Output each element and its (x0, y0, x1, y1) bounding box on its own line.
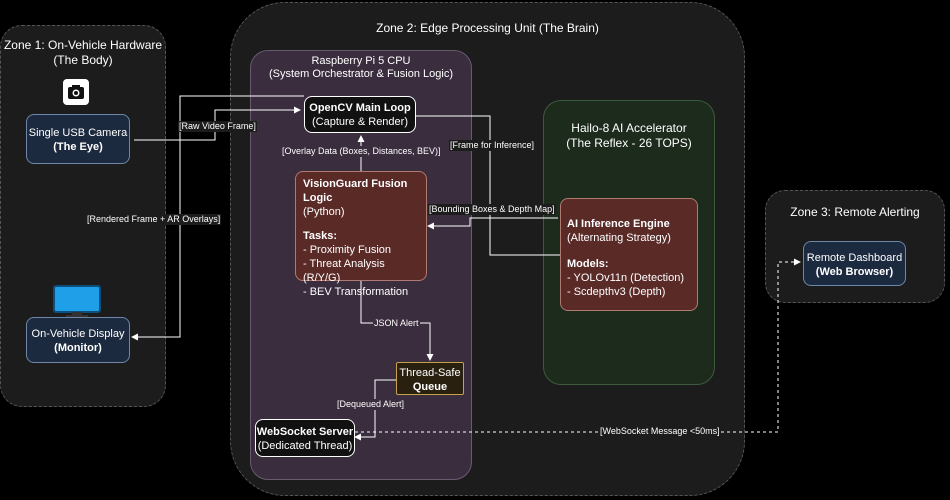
fusion-tasks-label: Tasks: (303, 230, 338, 242)
dashboard-sublabel: (Web Browser) (815, 266, 894, 278)
websocket-node: WebSocket Server (Dedicated Thread) (255, 419, 355, 457)
zone-1-subtitle: (The Body) (53, 53, 113, 67)
inference-title: AI Inference Engine (567, 218, 670, 230)
zone-3-title: Zone 3: Remote Alerting (790, 205, 920, 219)
camera-icon (63, 79, 89, 105)
display-sublabel: (Monitor) (54, 342, 102, 354)
queue-label: Thread-Safe (399, 367, 461, 379)
edge-label-rendered: [Rendered Frame + AR Overlays] (86, 214, 222, 225)
edge-label-raw-video: [Raw Video Frame] (178, 121, 257, 132)
monitor-icon (52, 284, 102, 318)
hailo-title: Hailo-8 AI Accelerator (571, 121, 687, 135)
camera-sublabel: (The Eye) (53, 141, 103, 153)
edge-label-bbox-depth: [Bounding Boxes & Depth Map] (428, 204, 556, 215)
opencv-subtitle: (Capture & Render) (312, 116, 408, 128)
fusion-title: VisionGuard Fusion (303, 178, 408, 190)
queue-node: Thread-Safe Queue (396, 362, 464, 395)
zone-1-title: Zone 1: On-Vehicle Hardware (3, 38, 163, 52)
rpi-subtitle: (System Orchestrator & Fusion Logic) (268, 68, 453, 80)
edge-label-ws-message: [WebSocket Message <50ms] (599, 426, 721, 437)
zone-2-title: Zone 2: Edge Processing Unit (The Brain) (376, 21, 599, 35)
fusion-task: - Proximity Fusion (303, 244, 392, 256)
inference-node: AI Inference Engine (Alternating Strateg… (560, 198, 698, 311)
edge-label-json-alert: JSON Alert (373, 318, 420, 329)
fusion-task: - Threat Analysis (R/Y/G) (303, 258, 385, 284)
dashboard-node: Remote Dashboard (Web Browser) (803, 241, 906, 286)
fusion-node: VisionGuard Fusion Logic (Python) Tasks:… (295, 171, 427, 298)
inference-subtitle: (Alternating Strategy) (567, 232, 671, 244)
fusion-title-2: Logic (303, 192, 333, 204)
edge-label-dequeued: [Dequeued Alert] (336, 399, 406, 410)
fusion-task: - BEV Transformation (303, 286, 409, 298)
inference-model: - YOLOv11n (Detection) (567, 272, 684, 284)
display-node: On-Vehicle Display (Monitor) (26, 317, 130, 363)
rpi-title: Raspberry Pi 5 CPU (311, 55, 411, 67)
hailo-subtitle: (The Reflex - 26 TOPS) (566, 136, 692, 150)
dashboard-label: Remote Dashboard (806, 252, 903, 264)
display-label: On-Vehicle Display (31, 328, 125, 340)
edge-label-overlay: [Overlay Data (Boxes, Distances, BEV)] (281, 146, 442, 157)
opencv-node: OpenCV Main Loop (Capture & Render) (304, 96, 416, 133)
websocket-title: WebSocket Server (256, 426, 354, 438)
fusion-subtitle: (Python) (303, 206, 345, 218)
websocket-subtitle: (Dedicated Thread) (257, 440, 353, 452)
camera-label: Single USB Camera (28, 127, 128, 139)
inference-model: - Scdepthv3 (Depth) (567, 286, 666, 298)
camera-node: Single USB Camera (The Eye) (26, 114, 130, 164)
edge-label-frame-inference: [Frame for Inference] (449, 140, 536, 151)
opencv-title: OpenCV Main Loop (309, 102, 411, 114)
inference-models-label: Models: (567, 258, 609, 270)
queue-sublabel: Queue (412, 381, 448, 393)
